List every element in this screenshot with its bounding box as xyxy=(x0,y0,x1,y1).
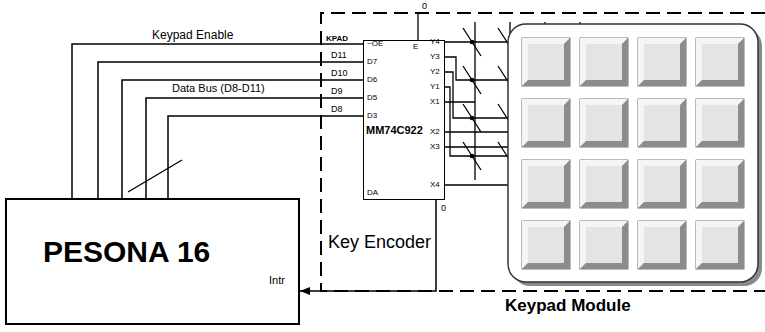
pin-name: X2 xyxy=(430,127,440,136)
junction-dot xyxy=(470,78,475,83)
tie-wire xyxy=(417,14,418,40)
key xyxy=(638,38,686,86)
key xyxy=(638,160,686,208)
pin-name: Intr xyxy=(269,274,285,287)
processor-name: PESONA 16 xyxy=(43,234,210,269)
pin-name: Y3 xyxy=(430,52,440,61)
pin-name: DA xyxy=(367,188,378,197)
key xyxy=(696,99,744,147)
signal-wire xyxy=(168,116,363,198)
pin-name: Y2 xyxy=(430,67,440,76)
bus-slash xyxy=(128,160,182,192)
pin-name: Y4 xyxy=(430,37,440,46)
pin-name: X3 xyxy=(430,142,440,151)
pin-name: D5 xyxy=(367,93,377,102)
pin-name: X1 xyxy=(430,97,440,106)
key xyxy=(696,160,744,208)
wire-label: Keypad Enable xyxy=(150,28,235,42)
signal-wire xyxy=(98,62,363,198)
logic-level: 0 xyxy=(422,1,427,11)
signal-name: D11 xyxy=(331,50,347,60)
logic-level: 0 xyxy=(441,203,446,213)
key xyxy=(580,38,628,86)
pin-name: D7 xyxy=(367,57,377,66)
pin-name: D3 xyxy=(367,111,377,120)
processor-box: PESONA 16 Intr xyxy=(5,198,300,325)
signal-name: D8 xyxy=(331,104,343,114)
keypad-keys xyxy=(522,38,744,269)
signal-wire xyxy=(122,80,363,198)
signal-name: D9 xyxy=(331,86,343,96)
key xyxy=(522,221,570,269)
module-title: Keypad Module xyxy=(505,296,631,316)
signal-wire xyxy=(146,98,363,198)
key xyxy=(522,99,570,147)
key xyxy=(696,221,744,269)
pin-name: X4 xyxy=(430,180,440,189)
key xyxy=(522,160,570,208)
pin-name: ~OE xyxy=(367,39,383,48)
signal-wire xyxy=(72,44,363,198)
signal-name: D10 xyxy=(331,68,348,78)
key xyxy=(522,38,570,86)
signal-name: KPAD xyxy=(326,34,348,43)
part-number: MM74C922 xyxy=(366,124,423,137)
junction-dot xyxy=(470,116,475,121)
junction-dots xyxy=(470,40,475,159)
key xyxy=(638,99,686,147)
wire-label: Data Bus (D8-D11) xyxy=(170,82,267,95)
pin-name: E xyxy=(413,42,418,51)
key xyxy=(580,99,628,147)
pin-name: Y1 xyxy=(430,82,440,91)
key xyxy=(580,221,628,269)
key xyxy=(696,38,744,86)
junction-dot xyxy=(470,40,475,45)
dashed-border xyxy=(321,13,765,291)
keypad-body xyxy=(508,24,758,282)
junction-dot xyxy=(470,154,475,159)
key xyxy=(638,221,686,269)
block-name: Key Encoder xyxy=(326,232,433,253)
pin-name: D6 xyxy=(367,75,377,84)
key xyxy=(580,160,628,208)
